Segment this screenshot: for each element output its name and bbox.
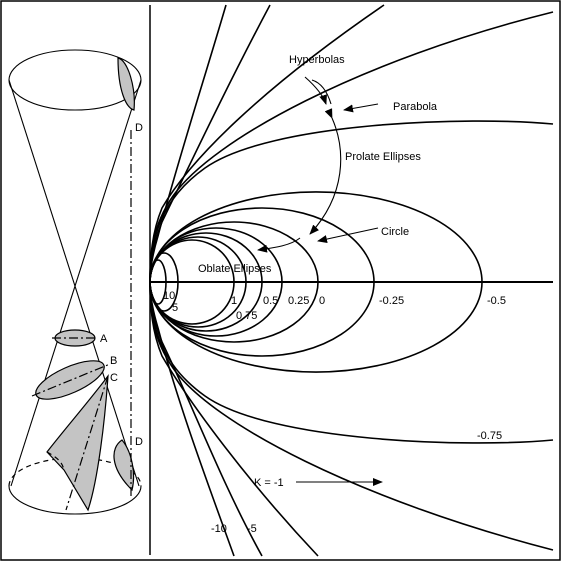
prolate-ellipse-km05 bbox=[149, 191, 483, 373]
cone-generator-left bbox=[8, 79, 140, 487]
ellipse-k05 bbox=[149, 232, 263, 332]
k-label-1: 1 bbox=[231, 295, 237, 307]
k-label-0-75: 0.75 bbox=[236, 310, 257, 322]
circle-arrow bbox=[317, 227, 379, 244]
point-a-label: A bbox=[100, 333, 108, 345]
k-label-minus-5: -5 bbox=[247, 523, 257, 535]
parabola-label: Parabola bbox=[393, 101, 438, 113]
oblate-ellipses-label: Oblate Ellipses bbox=[198, 263, 272, 275]
ellipse-k075 bbox=[149, 236, 247, 328]
point-d-top-label: D bbox=[135, 122, 143, 134]
k-label-0-25: 0.25 bbox=[288, 295, 309, 307]
cone-bottom-rim-front bbox=[8, 485, 142, 515]
circle-label: Circle bbox=[381, 226, 409, 238]
cone-generator-right bbox=[10, 79, 142, 487]
k-label-minus-0-75: -0.75 bbox=[477, 430, 502, 442]
section-c-parabola bbox=[46, 374, 109, 512]
prolate-ellipses-arrow bbox=[309, 108, 342, 235]
prolate-ellipses-label: Prolate Ellipses bbox=[345, 151, 421, 163]
parabola-arrow bbox=[343, 103, 379, 113]
hyperbolas-label: Hyperbolas bbox=[289, 54, 345, 66]
hyperbolas-arrow bbox=[304, 76, 327, 105]
k-label-10: 10 bbox=[163, 290, 175, 302]
hyperbola-k-10 bbox=[149, 4, 235, 557]
section-b-axis bbox=[31, 363, 111, 397]
double-cone bbox=[8, 49, 142, 515]
oblate-ellipses-arrow bbox=[257, 237, 301, 253]
hyperbola-k-2 bbox=[149, 4, 385, 557]
circle-k0 bbox=[149, 221, 319, 343]
k-minus-one-label: K = -1 bbox=[254, 477, 284, 489]
point-b-label: B bbox=[110, 355, 117, 367]
annotation-arrows bbox=[257, 76, 383, 486]
point-c-label: C bbox=[110, 372, 118, 384]
section-d-bottom bbox=[113, 439, 135, 492]
hyperbola-k-5 bbox=[149, 4, 271, 557]
point-d-bottom-label: D bbox=[135, 436, 143, 448]
section-d-top bbox=[117, 57, 135, 111]
section-c-axis bbox=[65, 375, 109, 511]
section-c-hidden-edge bbox=[46, 451, 65, 471]
k-label-5: 5 bbox=[172, 302, 178, 314]
k-label-minus-0-5: -0.5 bbox=[487, 295, 506, 307]
k-label-minus-0-25: -0.25 bbox=[379, 295, 404, 307]
k-label-minus-10: -10 bbox=[211, 523, 227, 535]
k-label-0: 0 bbox=[319, 295, 325, 307]
prolate-ellipse-km025 bbox=[149, 207, 375, 357]
conic-family bbox=[149, 4, 554, 557]
k-label-0-5: 0.5 bbox=[263, 295, 278, 307]
